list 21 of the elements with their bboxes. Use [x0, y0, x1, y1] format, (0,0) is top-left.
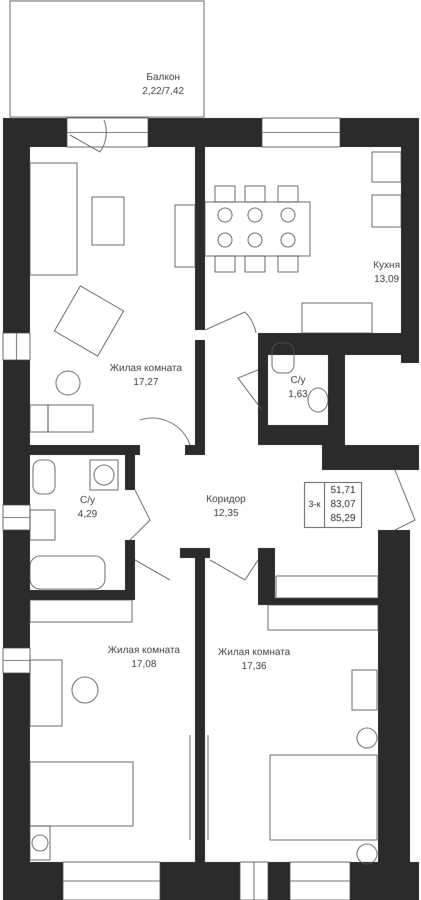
- room-name: Жилая комната: [110, 362, 182, 376]
- room-name: С/у: [290, 374, 306, 388]
- apartment-type: 3-к: [308, 498, 320, 512]
- room-name: С/у: [80, 494, 95, 508]
- area-value: 83,07: [330, 498, 356, 512]
- room-name: Жилая комната: [108, 644, 180, 658]
- room-area-value: 17,27: [133, 376, 158, 390]
- room-name: Коридор: [206, 493, 246, 507]
- room-area-value: 4,29: [78, 508, 98, 522]
- room-area-value: 1,63: [288, 388, 308, 402]
- room-area-value: 17,08: [131, 658, 156, 672]
- room-name: Кухня: [373, 259, 400, 273]
- room-area-value: 12,35: [213, 507, 239, 521]
- apartment-info-table: [304, 482, 362, 528]
- room-name: Балкон: [146, 71, 180, 85]
- room-area-value: 2,22/7,42: [142, 85, 184, 99]
- room-name: Жилая комната: [218, 646, 290, 660]
- room-area-value: 17,36: [242, 660, 267, 674]
- room-area-value: 13,09: [374, 273, 400, 287]
- area-value: 51,71: [330, 484, 356, 498]
- area-value: 85,29: [330, 512, 356, 526]
